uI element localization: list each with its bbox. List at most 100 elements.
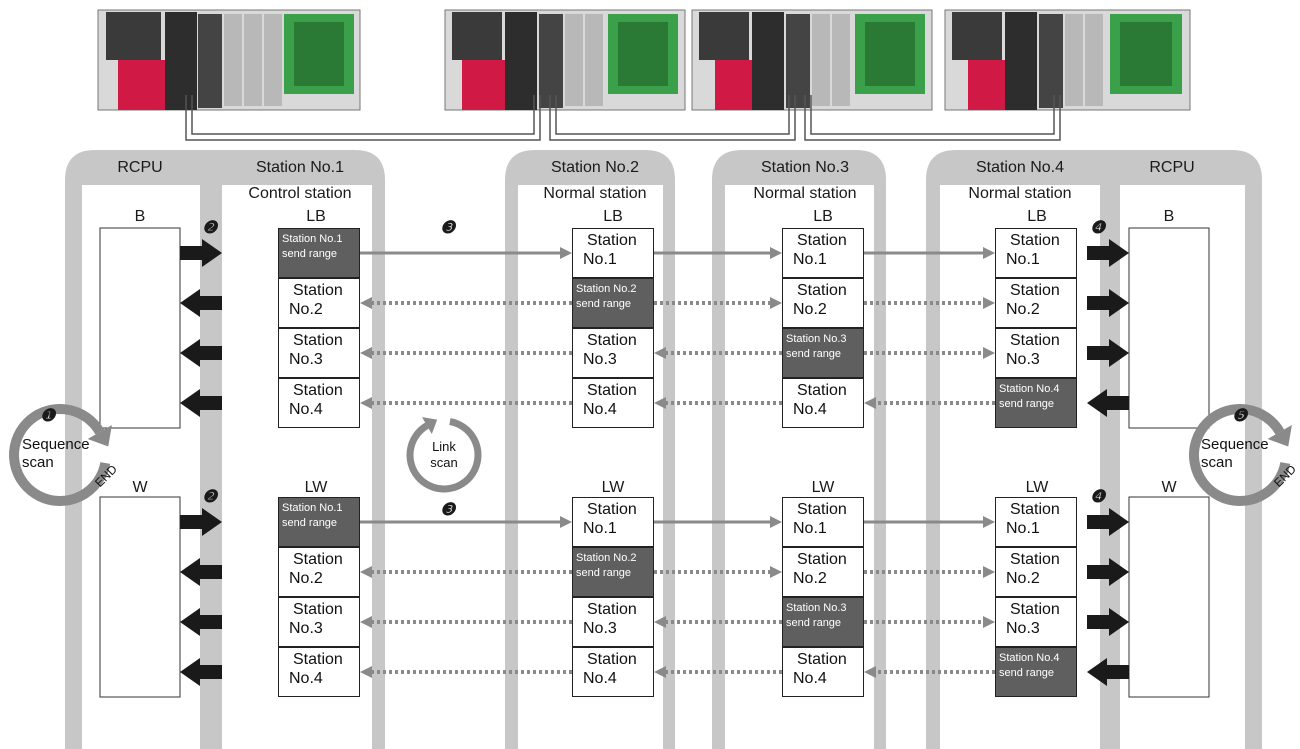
sequence-scan-right-circle-head: [1267, 425, 1292, 447]
lw-arrow-no3-s3-s2: [654, 616, 782, 628]
lb-label-3: LB: [813, 208, 833, 225]
lb-label-4: LB: [1027, 208, 1047, 225]
lw-cpu-left-in-arrow-2: [180, 558, 222, 586]
lb-arrow-no1-s3-s4: [864, 247, 995, 259]
lb-cpu-left-in-arrow-2: [180, 289, 222, 317]
lb-arrow-no2-s3-s4: [864, 297, 995, 309]
device-b-right-label: B: [1163, 208, 1175, 225]
lw-cpu-right-in-arrow-2: [1087, 558, 1129, 586]
network-cable-icon: [185, 95, 1061, 141]
station-4-title: Station No.4: [975, 159, 1065, 176]
lb-cpu-left-out-arrow: [180, 239, 222, 267]
step-2-marker-b: ❷: [202, 218, 218, 237]
lb-cpu-right-out-arrow: [1087, 389, 1129, 417]
plc-rack-2: [444, 9, 686, 111]
link-scan-circle-a-head: [422, 417, 438, 435]
lb-cpu-left-in-arrow-3: [180, 339, 222, 367]
station-3-type: Normal station: [753, 185, 857, 202]
lw-arrow-no4-s4-s3: [864, 666, 995, 678]
lb-arrow-no4-s3-s2: [654, 397, 782, 409]
lw-label-4: LW: [1025, 479, 1049, 496]
scan-circles: [9, 404, 1292, 506]
lw-arrow-no4-s3-s2: [654, 666, 782, 678]
step-1-marker: ❶: [40, 406, 56, 425]
lb-arrow-no4-s4-s3: [864, 397, 995, 409]
lb-cpu-right-in-arrow-1: [1087, 239, 1129, 267]
step-2-marker-w: ❷: [202, 487, 218, 506]
step-4-marker-w: ❹: [1090, 487, 1106, 506]
lw-arrow-no2-s2-s3: [654, 566, 782, 578]
station-4-type: Normal station: [968, 185, 1072, 202]
lb-arrow-no4-s2-s1: [360, 397, 572, 409]
station-3-title: Station No.3: [760, 159, 850, 176]
rcpu-left-title: RCPU: [117, 159, 163, 176]
lw-cpu-right-out-arrow: [1087, 658, 1129, 686]
lw-arrow-no1-s2-s3: [654, 516, 782, 528]
device-b-left-label: B: [134, 208, 146, 225]
station-1-type: Control station: [248, 185, 352, 202]
plc-rack-3: [691, 9, 933, 111]
lw-cpu-left-out-arrow: [180, 508, 222, 536]
transfer-arrows: [180, 239, 1129, 686]
lb-arrow-no1-s2-s3: [654, 247, 782, 259]
lw-cpu-left-in-arrow-4: [180, 658, 222, 686]
rcpu-left-w-area: [99, 496, 181, 698]
step-3-marker-w: ❸: [440, 500, 456, 519]
lw-arrow-no1-s3-s4: [864, 516, 995, 528]
lb-arrow-no3-s3-s4: [864, 347, 995, 359]
lw-label-1: LW: [304, 479, 328, 496]
station-2-title: Station No.2: [550, 159, 640, 176]
lb-cpu-right-in-arrow-3: [1087, 339, 1129, 367]
lw-arrow-no1-s1-s2: [360, 516, 572, 528]
step-4-marker-b: ❹: [1090, 218, 1106, 237]
lb-arrow-no2-s2-s1: [360, 297, 572, 309]
rcpu-right-b-area: [1128, 227, 1210, 429]
station-1-title: Station No.1: [255, 159, 345, 176]
lw-cpu-right-in-arrow-1: [1087, 508, 1129, 536]
lb-cpu-right-in-arrow-2: [1087, 289, 1129, 317]
sequence-scan-left-circle: [9, 404, 111, 506]
lw-cpu-left-in-arrow-3: [180, 608, 222, 636]
rcpu-right-title: RCPU: [1149, 159, 1195, 176]
lw-arrow-no2-s2-s1: [360, 566, 572, 578]
sequence-scan-right-circle: [1189, 404, 1291, 506]
rcpu-right-w-area: [1128, 496, 1210, 698]
lw-arrow-no3-s2-s1: [360, 616, 572, 628]
device-w-right-label: W: [1161, 479, 1177, 496]
sequence-scan-left-label: Sequence scan: [22, 436, 90, 471]
lb-cpu-left-in-arrow-4: [180, 389, 222, 417]
lw-arrow-no4-s2-s1: [360, 666, 572, 678]
lw-label-2: LW: [601, 479, 625, 496]
lb-label-2: LB: [603, 208, 623, 225]
lb-label-1: LB: [306, 208, 326, 225]
lb-arrow-no1-s1-s2: [360, 247, 572, 259]
step-3-marker-b: ❸: [440, 218, 456, 237]
sequence-scan-right-label: Sequence scan: [1201, 436, 1269, 471]
lb-arrow-no3-s3-s2: [654, 347, 782, 359]
plc-rack-1: [97, 9, 361, 111]
